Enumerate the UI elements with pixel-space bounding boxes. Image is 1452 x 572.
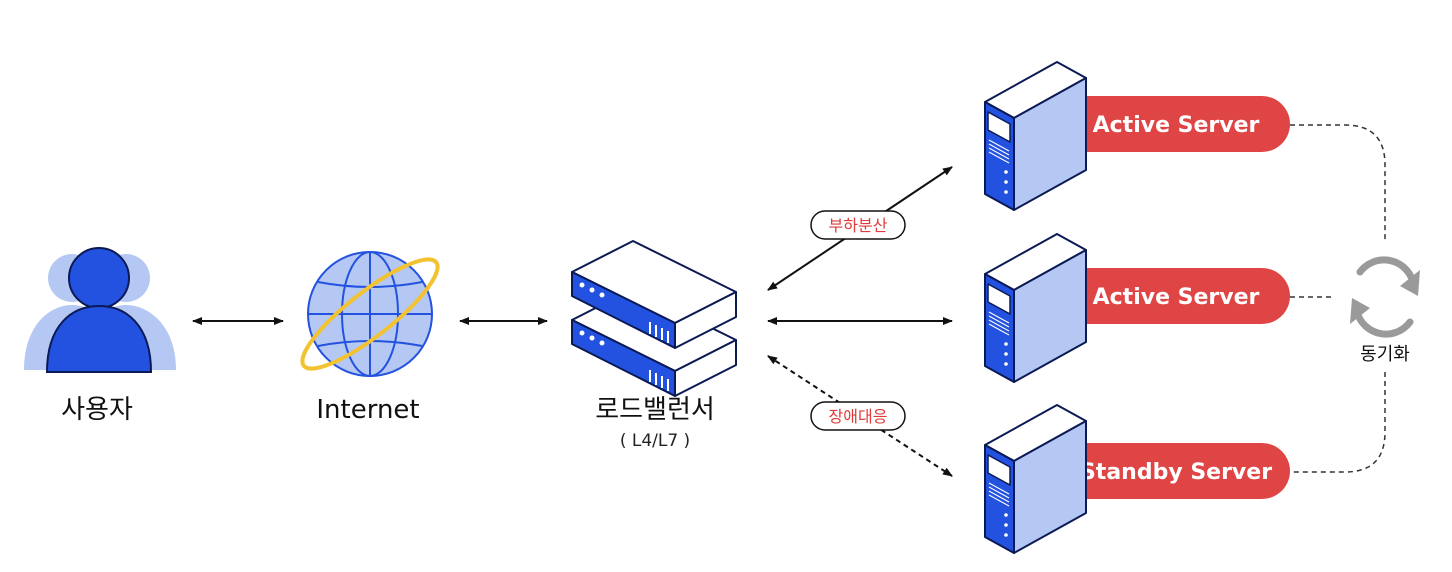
user-icon [24,247,176,373]
server-label-1: Active Server [1093,113,1260,138]
server-icon [984,233,1087,383]
sync-dashed-line-top [1290,124,1386,240]
failover-tag-text: 장애대응 [829,407,888,426]
server-pill-1: Active Server [1060,96,1290,152]
user-label: 사용자 [61,395,133,425]
server-label-3: Standby Server [1080,460,1272,485]
server-pill-3: Standby Server [1060,443,1290,499]
globe-icon [300,251,440,377]
load-balancing-tag: 부하분산 [810,210,906,240]
server-icon [984,61,1087,211]
server-pill-2: Active Server [1060,268,1290,324]
load-balancer-icon [571,240,737,397]
sync-icon [1350,256,1420,338]
load-balancer-label: 로드밸런서 [595,395,715,425]
internet-label: Internet [316,395,419,425]
failover-tag: 장애대응 [810,401,906,431]
server-1: Active Server [984,61,1290,211]
server-3: Standby Server [984,404,1290,554]
server-label-2: Active Server [1093,285,1260,310]
sync-label: 동기화 [1360,344,1410,365]
server-icon [984,404,1087,554]
load-balancing-tag-text: 부하분산 [829,216,888,235]
load-balancer-sublabel: ( L4/L7 ) [620,431,690,451]
sync-dashed-line-bottom [1290,372,1386,473]
server-2: Active Server [984,233,1290,383]
